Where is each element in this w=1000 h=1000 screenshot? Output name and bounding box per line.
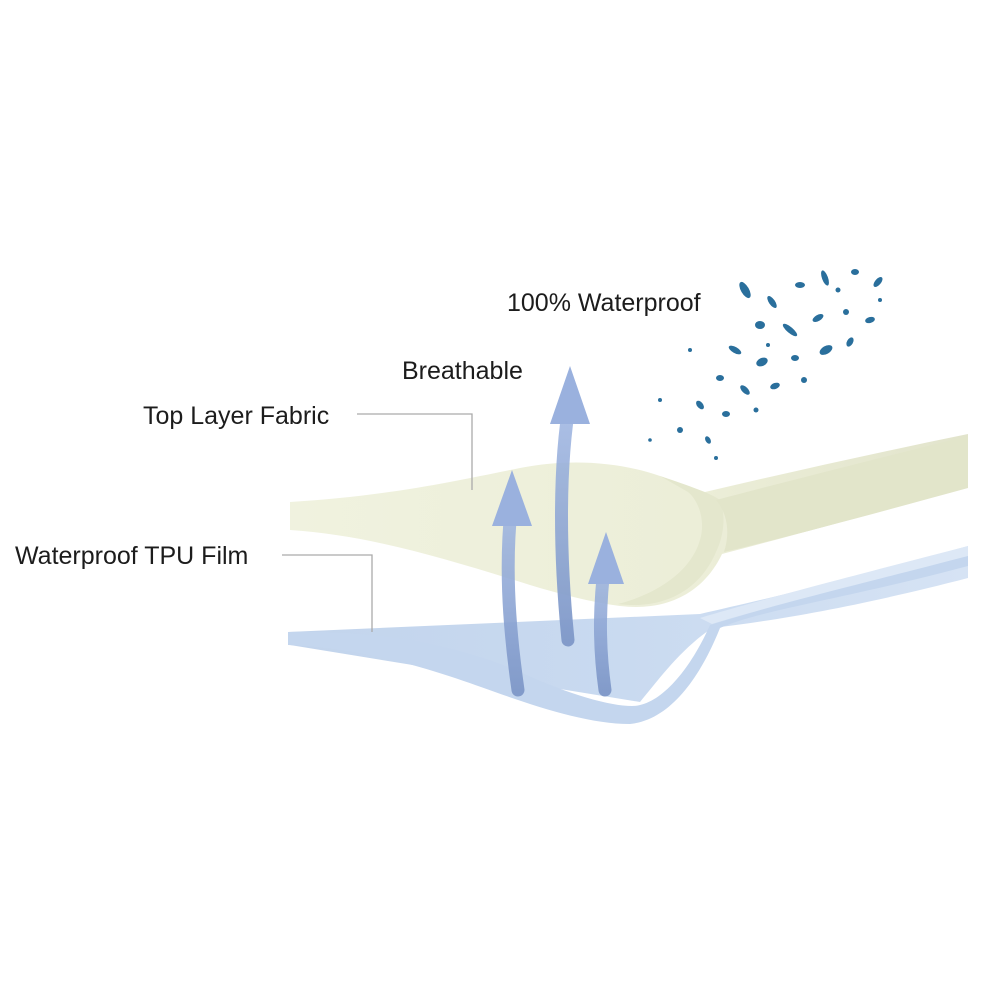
tpu-film-leader-line [282, 554, 373, 632]
top-fabric-edge [618, 476, 724, 606]
top-layer-fabric-label: Top Layer Fabric [143, 402, 330, 430]
arrow-head-icon [588, 532, 624, 584]
top-fabric-leader-line [357, 413, 473, 490]
waterproof-label: 100% Waterproof [507, 289, 701, 317]
upward-arrow-icon [555, 393, 577, 647]
arrow-head-icon [550, 366, 590, 424]
tpu-film-edge [700, 546, 968, 624]
top-fabric-surface [290, 434, 968, 607]
top-fabric-layer [290, 434, 968, 607]
tpu-film-label: Waterproof TPU Film [15, 542, 249, 570]
arrow-heads [492, 366, 624, 584]
tpu-film-layer [288, 546, 968, 724]
breathable-label: Breathable [402, 357, 523, 385]
leader-lines [282, 413, 473, 632]
water-splash-icon [648, 269, 883, 460]
top-fabric-right-edge [716, 436, 968, 552]
arrow-head-icon [492, 470, 532, 526]
